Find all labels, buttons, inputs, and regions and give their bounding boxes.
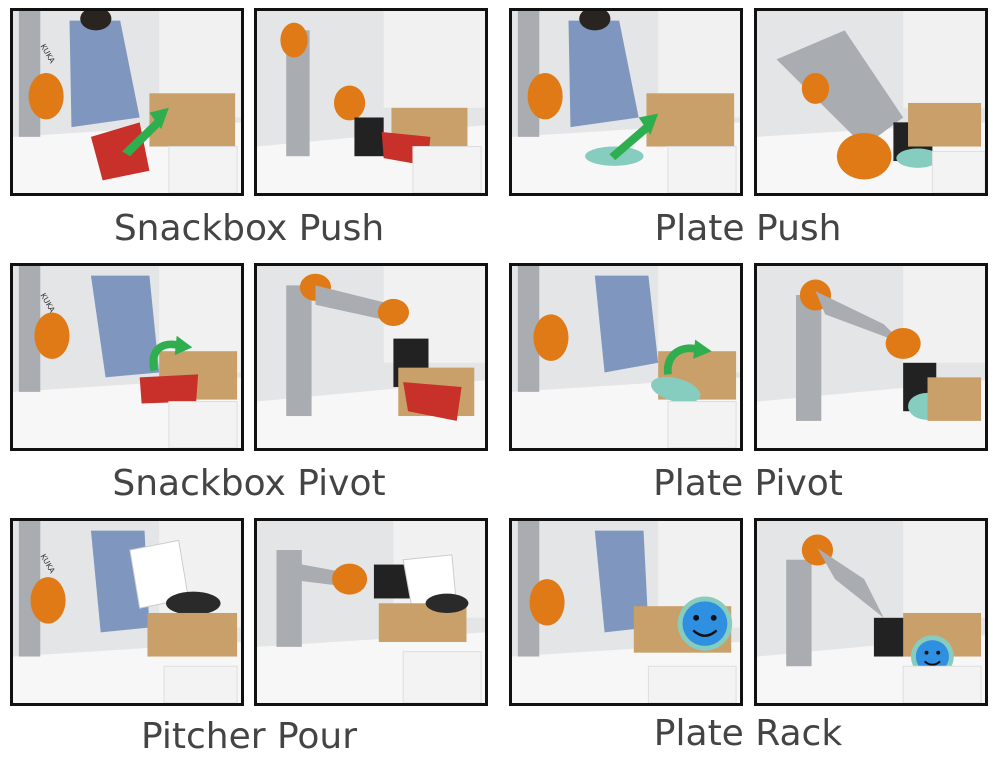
photo-plate-pivot-human — [509, 263, 743, 451]
photo-plate-push-human — [509, 8, 743, 196]
caption-snackbox-push: Snackbox Push — [113, 208, 385, 249]
photo-pitcher-pour-robot — [254, 518, 488, 706]
caption-plate-push: Plate Push — [654, 208, 842, 249]
photo-plate-pivot-robot — [754, 263, 988, 451]
photo-snackbox-pivot-human: KUKA — [10, 263, 244, 451]
photo-plate-rack-robot — [754, 518, 988, 706]
caption-plate-pivot: Plate Pivot — [653, 463, 843, 504]
photo-snackbox-push-human: KUKA — [10, 8, 244, 196]
caption-snackbox-pivot: Snackbox Pivot — [112, 463, 386, 504]
caption-plate-rack: Plate Rack — [653, 713, 843, 754]
caption-pitcher-pour: Pitcher Pour — [140, 716, 358, 757]
photo-snackbox-pivot-robot — [254, 263, 488, 451]
photo-plate-push-robot — [754, 8, 988, 196]
photo-snackbox-push-robot — [254, 8, 488, 196]
photo-pitcher-pour-human: KUKA — [10, 518, 244, 706]
photo-plate-rack-human — [509, 518, 743, 706]
